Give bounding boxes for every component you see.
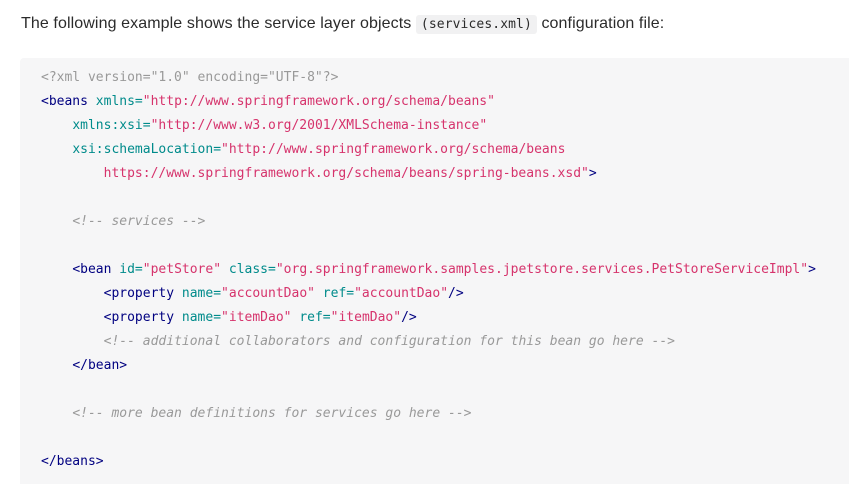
- code-token-nt: </bean>: [72, 358, 128, 373]
- code-block: <?xml version="1.0" encoding="UTF-8"?> <b…: [20, 58, 849, 484]
- code-token-pl: [41, 358, 72, 373]
- code-token-na: ref=: [322, 286, 355, 301]
- code-token-na: ref=: [299, 310, 331, 325]
- code-token-c: <!-- additional collaborators and config…: [103, 334, 675, 349]
- intro-text-after: configuration file:: [536, 15, 665, 32]
- code-token-s: "http://www.w3.org/2001/XMLSchema-instan…: [150, 118, 488, 133]
- code-line: [41, 426, 841, 450]
- code-token-nt: />: [448, 286, 464, 301]
- code-token-pl: [41, 118, 72, 133]
- code-line: [41, 378, 841, 402]
- code-line: xsi:schemaLocation="http://www.springfra…: [41, 138, 841, 162]
- code-line: </bean>: [41, 354, 841, 378]
- code-pre: <?xml version="1.0" encoding="UTF-8"?> <b…: [41, 66, 841, 474]
- code-token-pl: [41, 334, 104, 349]
- code-token-nt: <bean: [72, 262, 112, 277]
- code-token-s: "http://www.springframework.org/schema/b…: [221, 142, 566, 157]
- code-token-pl: [41, 262, 72, 277]
- code-token-cp: <?xml version="1.0" encoding="UTF-8"?>: [41, 70, 339, 85]
- code-token-na: class=: [228, 262, 276, 277]
- code-token-na: xmlns=: [95, 94, 143, 109]
- code-token-nt: <property: [103, 286, 175, 301]
- code-line: <bean id="petStore" class="org.springfra…: [41, 258, 841, 282]
- code-token-na: xsi:schemaLocation=: [72, 142, 222, 157]
- code-token-nt: <property: [103, 310, 175, 325]
- code-line: <!-- more bean definitions for services …: [41, 402, 841, 426]
- code-token-s: "accountDao": [221, 286, 315, 301]
- code-token-pl: [88, 94, 96, 109]
- code-token-na: xmlns:xsi=: [72, 118, 151, 133]
- code-token-s: "itemDao": [221, 310, 292, 325]
- code-token-na: name=: [181, 310, 222, 325]
- inline-code-services-xml: (services.xml): [415, 15, 537, 34]
- code-token-s: "petStore": [142, 262, 222, 277]
- code-token-s: "http://www.springframework.org/schema/b…: [142, 94, 495, 109]
- code-line: [41, 186, 841, 210]
- code-token-pl: [41, 406, 72, 421]
- code-token-pl: [41, 142, 72, 157]
- code-line: <property name="accountDao" ref="account…: [41, 282, 841, 306]
- code-token-na: name=: [181, 286, 222, 301]
- code-token-pl: [174, 310, 182, 325]
- code-line: <property name="itemDao" ref="itemDao"/>: [41, 306, 841, 330]
- code-line: <?xml version="1.0" encoding="UTF-8"?>: [41, 66, 841, 90]
- code-token-pl: [41, 214, 72, 229]
- code-token-pl: [315, 286, 323, 301]
- code-token-s: "accountDao": [354, 286, 449, 301]
- code-token-s: "org.springframework.samples.jpetstore.s…: [275, 262, 809, 277]
- code-token-pl: [41, 310, 104, 325]
- code-token-nt: >: [588, 166, 597, 181]
- code-token-nt: />: [401, 310, 417, 325]
- code-line: <beans xmlns="http://www.springframework…: [41, 90, 841, 114]
- code-token-nt: >: [808, 262, 816, 277]
- code-line: <!-- services -->: [41, 210, 841, 234]
- code-token-s: "itemDao": [330, 310, 402, 325]
- code-line: https://www.springframework.org/schema/b…: [41, 162, 841, 186]
- code-token-pl: [221, 262, 229, 277]
- code-token-pl: [174, 286, 182, 301]
- code-token-na: id=: [119, 262, 143, 277]
- intro-text-before: The following example shows the service …: [21, 15, 416, 32]
- code-token-c: <!-- more bean definitions for services …: [72, 406, 472, 421]
- code-line: [41, 234, 841, 258]
- code-token-nt: </beans>: [41, 454, 104, 469]
- intro-paragraph: The following example shows the service …: [21, 13, 833, 36]
- code-token-nt: <beans: [41, 94, 88, 109]
- code-line: </beans>: [41, 450, 841, 474]
- code-content: <?xml version="1.0" encoding="UTF-8"?> <b…: [41, 66, 841, 474]
- code-line: xmlns:xsi="http://www.w3.org/2001/XMLSch…: [41, 114, 841, 138]
- code-token-s: https://www.springframework.org/schema/b…: [41, 166, 589, 181]
- code-line: <!-- additional collaborators and config…: [41, 330, 841, 354]
- code-token-c: <!-- services -->: [72, 214, 206, 229]
- code-token-pl: [41, 286, 104, 301]
